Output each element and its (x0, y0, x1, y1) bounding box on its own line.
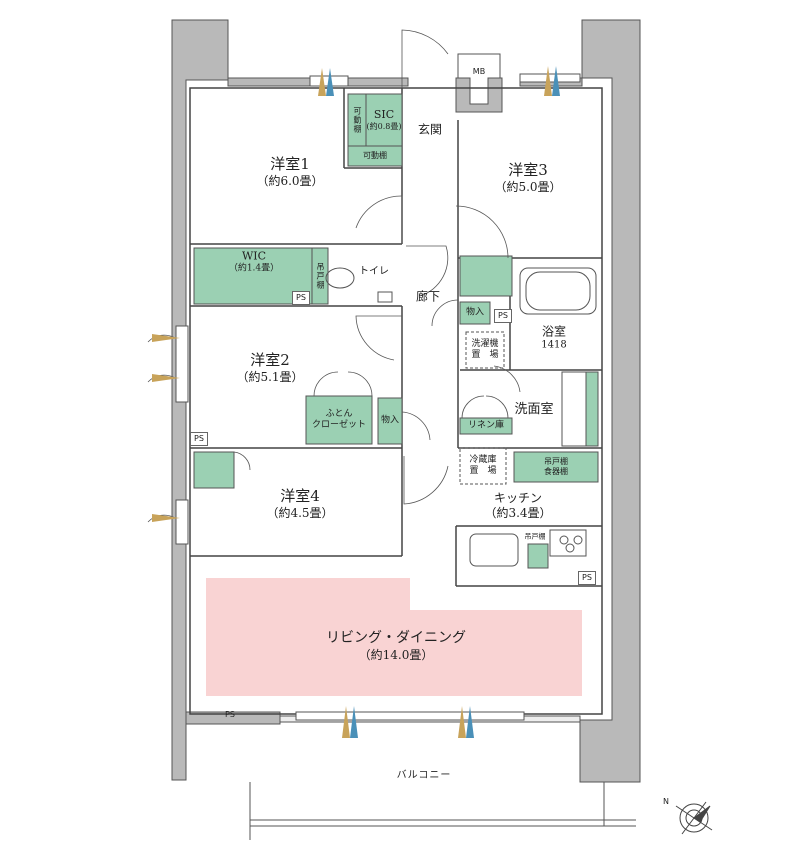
storage-wic-size: （約1.4畳） (228, 263, 280, 274)
kitchen-shelf-line2: 食器棚 (544, 467, 568, 476)
room-western1-name: 洋室1 (270, 155, 310, 174)
mb-label: MB (472, 67, 486, 76)
washer-space: 洗濯機 置 場 (471, 339, 498, 362)
room-western2-name: 洋室2 (250, 351, 290, 370)
storage-wic: WIC （約1.4畳） (229, 250, 279, 275)
room-western1-size: （約6.0畳） (256, 173, 324, 188)
storage-sic-movable-shelf-vertical: 可動棚 (353, 106, 362, 134)
room-western4-name: 洋室4 (280, 487, 320, 506)
room-corridor: 廊下 (415, 289, 441, 304)
compass-north-label: N (663, 797, 669, 806)
compass-rose (675, 801, 713, 835)
room-washroom: 洗面室 (514, 401, 554, 417)
room-western3-size: （約5.0畳） (494, 179, 562, 194)
room-bath: 浴室 1418 (541, 324, 566, 352)
ps-marker-4: PS (578, 571, 596, 585)
room-western2: 洋室2 （約5.1畳） (236, 351, 303, 385)
ps-marker-1: PS (292, 291, 310, 305)
kitchen-shelf-line1: 吊戸棚 (544, 457, 568, 466)
kitchen-shelf: 吊戸棚 食器棚 (544, 457, 568, 477)
room-western4-size: （約4.5畳） (266, 505, 334, 520)
storage-futon-closet: ふとん クローゼット (312, 409, 366, 432)
storage-closet-2: 物入 (465, 307, 485, 318)
fridge-space: 冷蔵庫 置 場 (469, 455, 496, 478)
fixtures (325, 267, 597, 567)
room-balcony: バルコニー (396, 769, 452, 781)
ps-marker-5: PS (225, 710, 235, 719)
washer-line1: 洗濯機 (471, 338, 499, 349)
room-western1: 洋室1 （約6.0畳） (256, 155, 323, 189)
room-western3-name: 洋室3 (508, 161, 548, 180)
room-kitchen-size: （約3.4畳） (484, 506, 552, 520)
ps-marker-3: PS (190, 432, 208, 446)
window-arrows (152, 66, 560, 738)
room-kitchen: キッチン （約3.4畳） (484, 491, 551, 521)
room-western4: 洋室4 （約4.5畳） (266, 487, 333, 521)
room-bath-size: 1418 (541, 339, 567, 351)
ps-marker-2: PS (494, 309, 512, 323)
washer-line2: 置 場 (471, 350, 499, 360)
storage-futon-line2: クローゼット (311, 420, 367, 430)
room-ldk: リビング・ダイニング （約14.0畳） (326, 630, 466, 663)
room-ldk-name: リビング・ダイニング (326, 629, 466, 646)
storage-sic-size: (約0.8畳) (366, 121, 402, 131)
storage-closet-1: 物入 (380, 415, 400, 426)
fridge-line1: 冷蔵庫 (469, 454, 497, 465)
room-western2-size: （約5.1畳） (236, 369, 304, 384)
room-western3: 洋室3 （約5.0畳） (494, 161, 561, 195)
storage-sic: SIC (約0.8畳) (367, 108, 402, 132)
fridge-line2: 置 場 (469, 466, 497, 476)
storage-sic-movable-shelf: 可動棚 (363, 151, 387, 160)
room-entrance: 玄関 (417, 122, 443, 137)
storage-toilet-hanging-shelf: 吊戸棚 (316, 262, 325, 290)
balcony-outline (249, 782, 636, 840)
storage-linen: リネン庫 (467, 420, 505, 431)
kitchen-hanging-shelf: 吊戸棚 (524, 532, 546, 541)
ldk-floor (206, 578, 582, 696)
room-bath-name: 浴室 (541, 324, 567, 339)
room-toilet: トイレ (359, 265, 389, 277)
storage-wic-name: WIC (241, 249, 267, 263)
storage-futon-line1: ふとん (325, 408, 353, 419)
storage-sic-name: SIC (373, 108, 395, 122)
storage-areas (193, 93, 599, 569)
room-ldk-size: （約14.0畳） (358, 647, 434, 662)
room-kitchen-name: キッチン (493, 491, 542, 505)
